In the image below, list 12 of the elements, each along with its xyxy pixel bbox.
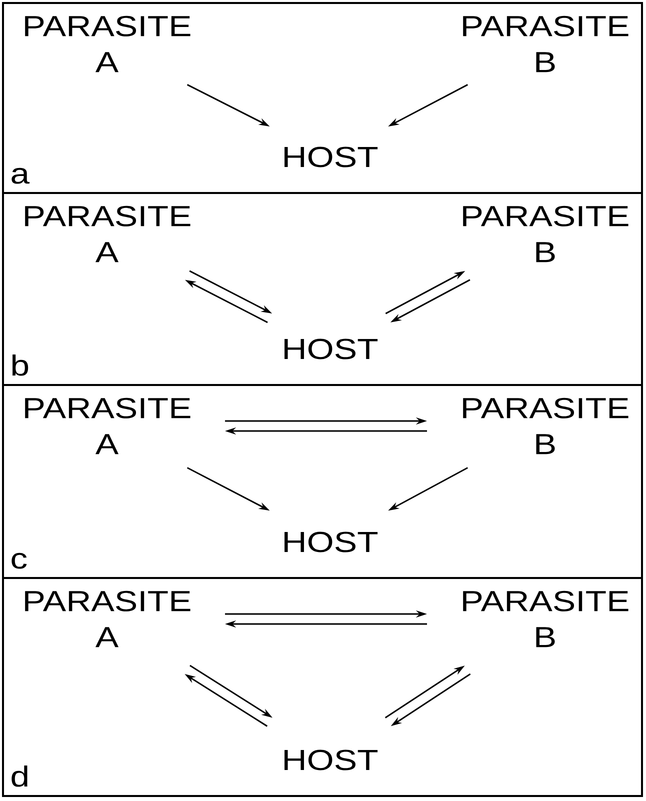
parasite-label: PARASITE B: [463, 206, 628, 262]
parasite-label: PARASITE A: [25, 398, 190, 454]
parasite-label: PARASITE B: [463, 16, 628, 72]
host-label: HOST: [284, 532, 378, 552]
host-label: HOST: [284, 750, 378, 770]
parasite-label: PARASITE A: [25, 590, 190, 648]
parasite-label: PARASITE A: [25, 206, 190, 262]
parasite-label: PARASITE B: [463, 398, 628, 454]
parasite-label: PARASITE A: [25, 16, 190, 72]
host-label: HOST: [284, 146, 378, 168]
host-label: HOST: [284, 338, 378, 360]
parasite-label: PARASITE B: [463, 590, 628, 648]
